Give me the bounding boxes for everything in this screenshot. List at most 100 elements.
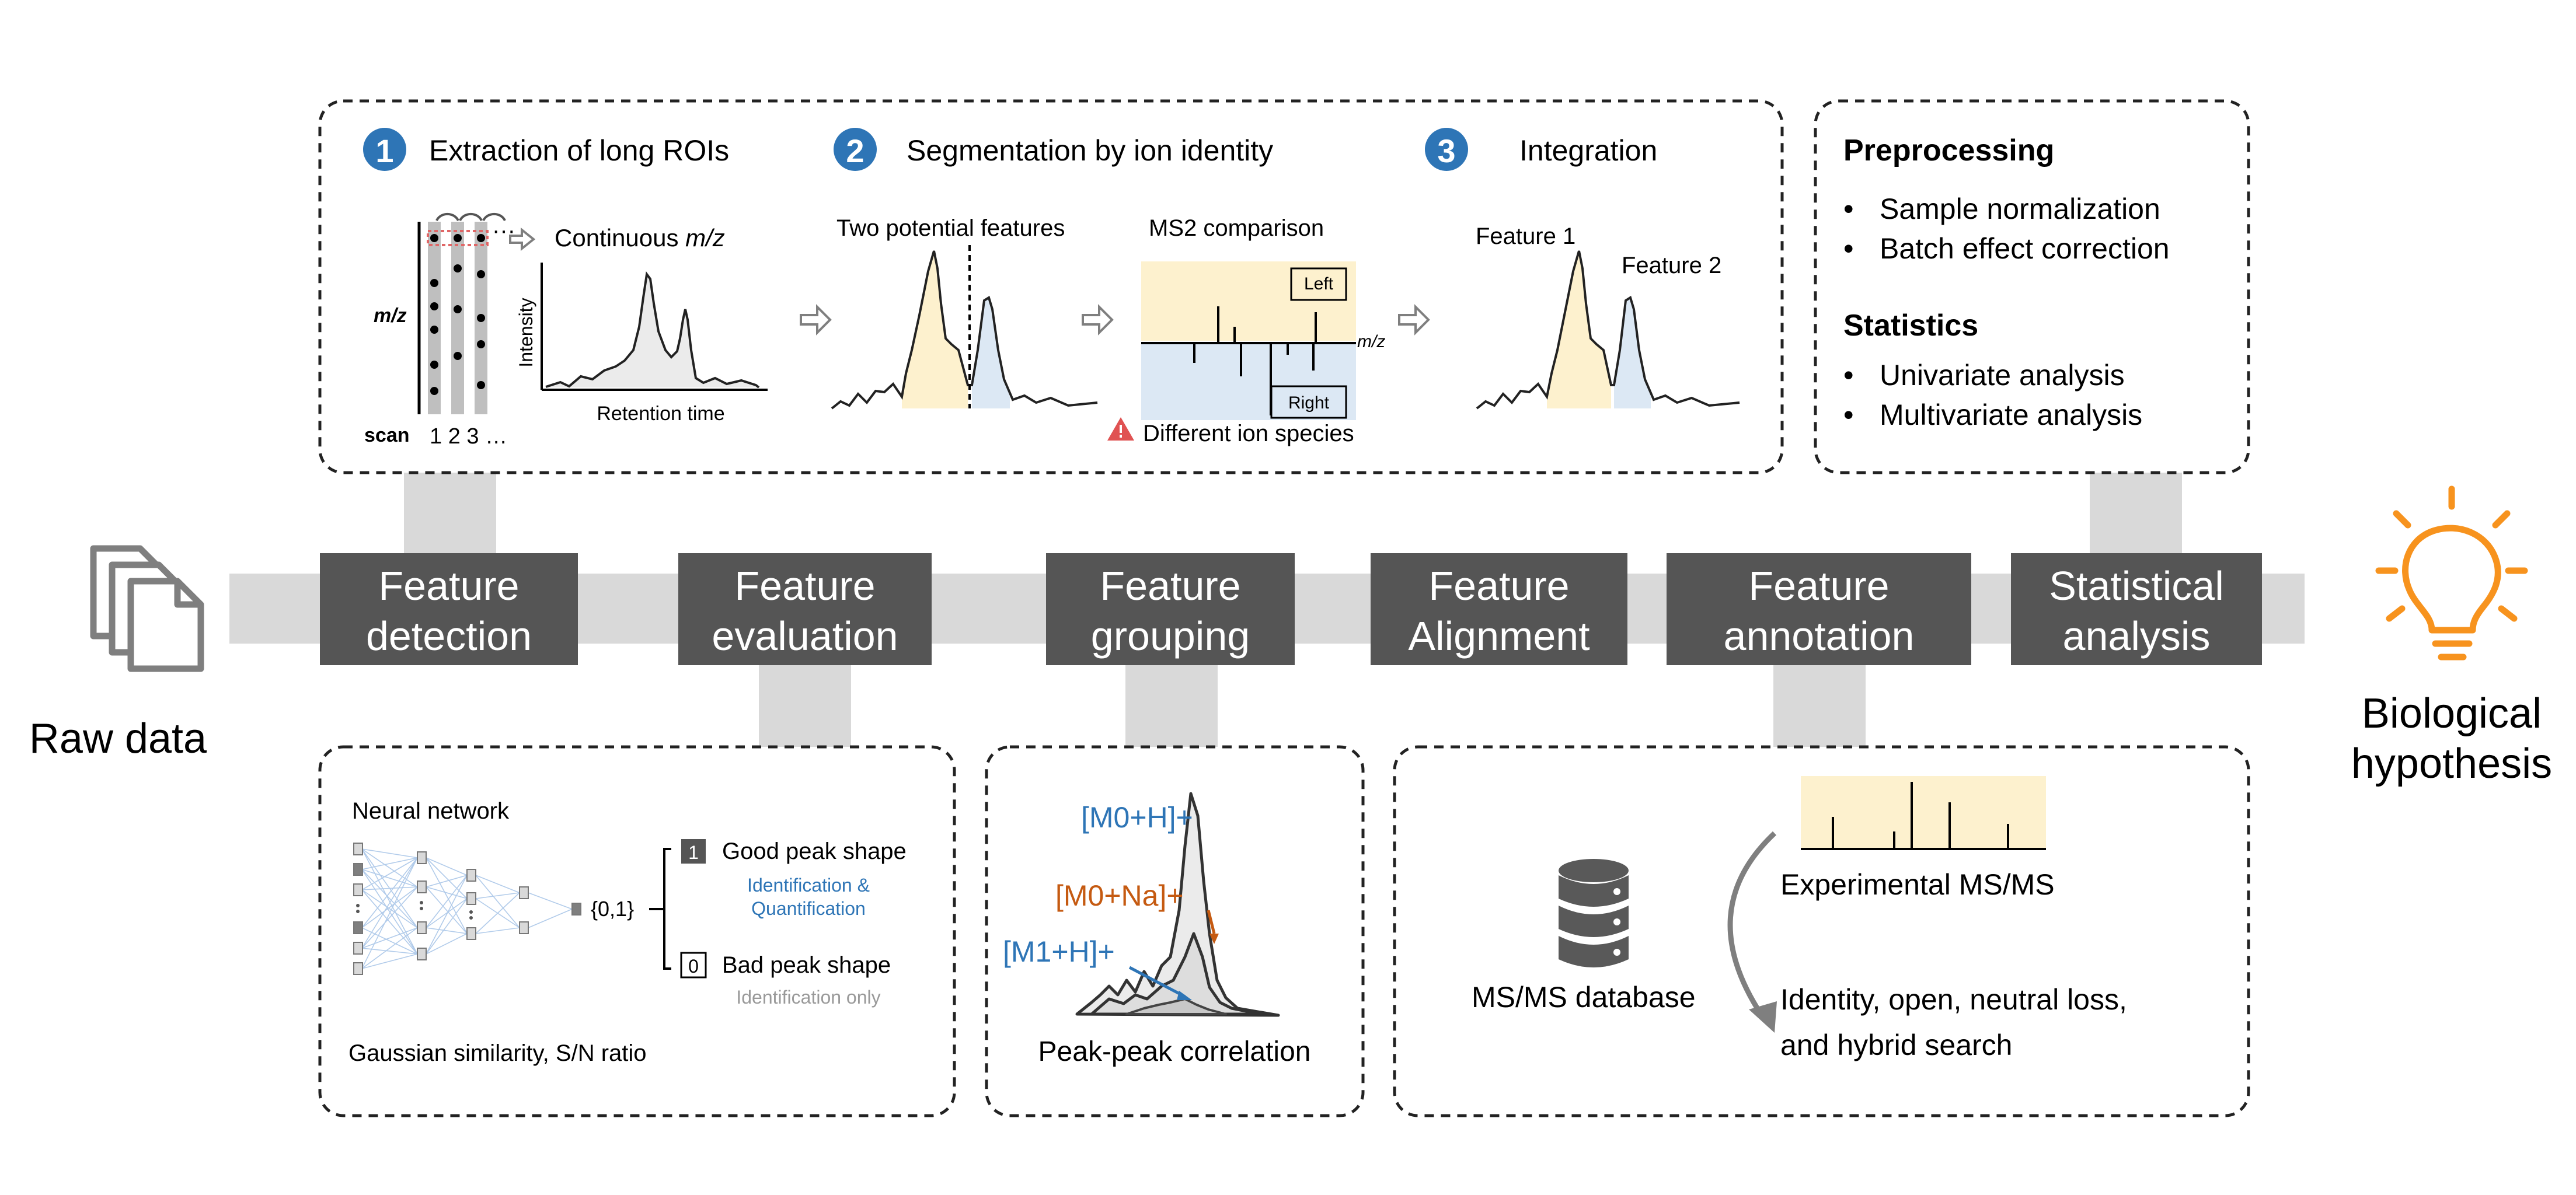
stage-statistical-analysis[interactable]: Statistical analysis — [2011, 553, 2262, 665]
roi-mz-label: m/z — [374, 305, 407, 327]
svg-text:Feature: Feature — [734, 563, 875, 609]
good-peak-row: 1 Good peak shape Identification & Quant… — [681, 838, 907, 919]
svg-text:•: • — [1843, 399, 1854, 431]
experimental-spectrum — [1801, 776, 2046, 850]
adduct-peaks — [1075, 792, 1280, 1017]
preprocessing-item: Sample normalization — [1880, 193, 2160, 225]
step1-title: Extraction of long ROIs — [429, 134, 729, 167]
bad-peak-row: 0 Bad peak shape Identification only — [680, 952, 891, 1008]
svg-text:1: 1 — [688, 842, 699, 863]
step2-badge — [834, 128, 877, 171]
feature2-label: Feature 2 — [1622, 253, 1721, 278]
two-features-label: Two potential features — [836, 215, 1065, 241]
connector-detection — [404, 473, 496, 560]
step2-title: Segmentation by ion identity — [907, 134, 1273, 167]
connector-evaluation — [759, 656, 851, 747]
output-label: {0,1} — [591, 897, 634, 921]
hollow-arrows — [509, 227, 1430, 336]
ms2-right-box — [1270, 385, 1347, 419]
database-icon — [1559, 859, 1629, 967]
stage-boxes: Feature detection Feature evaluation Fea… — [320, 553, 2262, 665]
connector-annotation — [1773, 656, 1866, 747]
svg-text:Feature: Feature — [1428, 563, 1569, 609]
stage-feature-evaluation[interactable]: Feature evaluation — [678, 553, 932, 665]
output-bracket — [649, 848, 671, 970]
evaluation-panel: Neural network {0,1} — [318, 745, 956, 1117]
good-peak-sub1: Identification & — [747, 875, 870, 896]
preprocessing-title: Preprocessing — [1843, 134, 2054, 167]
step1-badge — [363, 128, 406, 171]
ms2-left-box — [1290, 267, 1347, 301]
msms-database-label: MS/MS database — [1472, 981, 1696, 1014]
svg-text:Left: Left — [1304, 274, 1334, 293]
svg-text:Feature: Feature — [378, 563, 519, 609]
svg-text:analysis: analysis — [2063, 613, 2211, 659]
feature1-label: Feature 1 — [1476, 223, 1575, 249]
svg-text:Alignment: Alignment — [1408, 613, 1589, 659]
adduct-arrows — [1128, 910, 1219, 1000]
step3-header: 3 Integration — [1425, 128, 1657, 171]
bad-peak-label: Bad peak shape — [722, 952, 891, 978]
biological-label-line1: Biological — [2362, 690, 2542, 737]
documents-icon — [90, 545, 204, 672]
bad-peak-sub: Identification only — [736, 987, 880, 1008]
adduct-m0na: [M0+Na]+ — [1055, 879, 1184, 912]
grouping-panel: [M0+H]+ [M0+Na]+ [M1+H]+ Peak-peak corre… — [985, 745, 1365, 1117]
roi-scan-numbers: 1 2 3 … — [430, 424, 507, 449]
retention-axis-label: Retention time — [597, 403, 724, 425]
ms2-label: MS2 comparison — [1149, 215, 1324, 241]
svg-text:Feature: Feature — [1748, 563, 1889, 609]
connector-grouping — [1125, 656, 1218, 747]
step3-title: Integration — [1519, 134, 1657, 167]
svg-text:Feature: Feature — [1100, 563, 1240, 609]
continuous-chromatogram: Continuous m/z Intensity Retention time — [515, 224, 768, 425]
svg-text:0: 0 — [688, 956, 699, 977]
statistics-title: Statistics — [1843, 309, 1978, 343]
roi-scan-label: scan — [364, 424, 410, 446]
search-types-line2: and hybrid search — [1780, 1029, 2012, 1061]
svg-text:Statistical: Statistical — [2049, 563, 2224, 609]
stage-feature-annotation[interactable]: Feature annotation — [1667, 553, 1971, 665]
stage-feature-alignment[interactable]: Feature Alignment — [1371, 553, 1627, 665]
stage-feature-grouping[interactable]: Feature grouping — [1046, 553, 1295, 665]
statistics-item: Multivariate analysis — [1880, 399, 2142, 431]
warning-note: Different ion species — [1107, 417, 1354, 446]
continuous-mz-label: Continuous m/z — [555, 224, 725, 251]
svg-text:•: • — [1843, 359, 1854, 392]
svg-text:3: 3 — [1437, 132, 1455, 169]
raw-data-label: Raw data — [29, 715, 207, 762]
svg-text:1: 1 — [375, 132, 393, 169]
svg-text:annotation: annotation — [1724, 613, 1915, 659]
two-features-chart: Two potential features — [831, 215, 1098, 410]
lightbulb-icon — [2375, 485, 2528, 661]
warning-icon — [1107, 417, 1134, 441]
stage-feature-detection[interactable]: Feature detection — [320, 553, 578, 665]
warning-text: Different ion species — [1143, 421, 1354, 446]
step1-header: 1 Extraction of long ROIs — [363, 128, 729, 171]
neural-network-diagram — [353, 843, 581, 975]
adduct-m0h: [M0+H]+ — [1081, 801, 1193, 834]
step2-header: 2 Segmentation by ion identity — [834, 128, 1273, 171]
svg-text:2: 2 — [846, 132, 864, 169]
good-peak-sub2: Quantification — [751, 898, 866, 919]
preprocessing-item: Batch effect correction — [1880, 232, 2170, 265]
intensity-axis-label: Intensity — [515, 298, 536, 367]
svg-text:evaluation: evaluation — [712, 613, 898, 659]
svg-text:•: • — [1843, 193, 1854, 225]
experimental-msms-label: Experimental MS/MS — [1780, 868, 2055, 901]
svg-text:Right: Right — [1288, 393, 1330, 413]
ms2-mz-label: m/z — [1357, 332, 1385, 351]
search-arrow — [1727, 831, 1777, 1033]
statistics-item: Univariate analysis — [1880, 359, 2125, 392]
connectors — [404, 467, 2182, 747]
grouping-footer: Peak-peak correlation — [1038, 1036, 1311, 1067]
svg-text:grouping: grouping — [1091, 613, 1250, 659]
annotation-panel: MS/MS database Experimental MS/MS Identi… — [1393, 745, 2250, 1117]
biological-label-line2: hypothesis — [2351, 740, 2552, 787]
adduct-m1h: [M1+H]+ — [1003, 935, 1115, 968]
connector-statistical — [2090, 467, 2182, 560]
svg-text:detection: detection — [366, 613, 532, 659]
evaluation-footer: Gaussian similarity, S/N ratio — [348, 1040, 647, 1066]
roi-scan-grid: ··· m/z scan 1 2 3 … — [364, 212, 515, 449]
